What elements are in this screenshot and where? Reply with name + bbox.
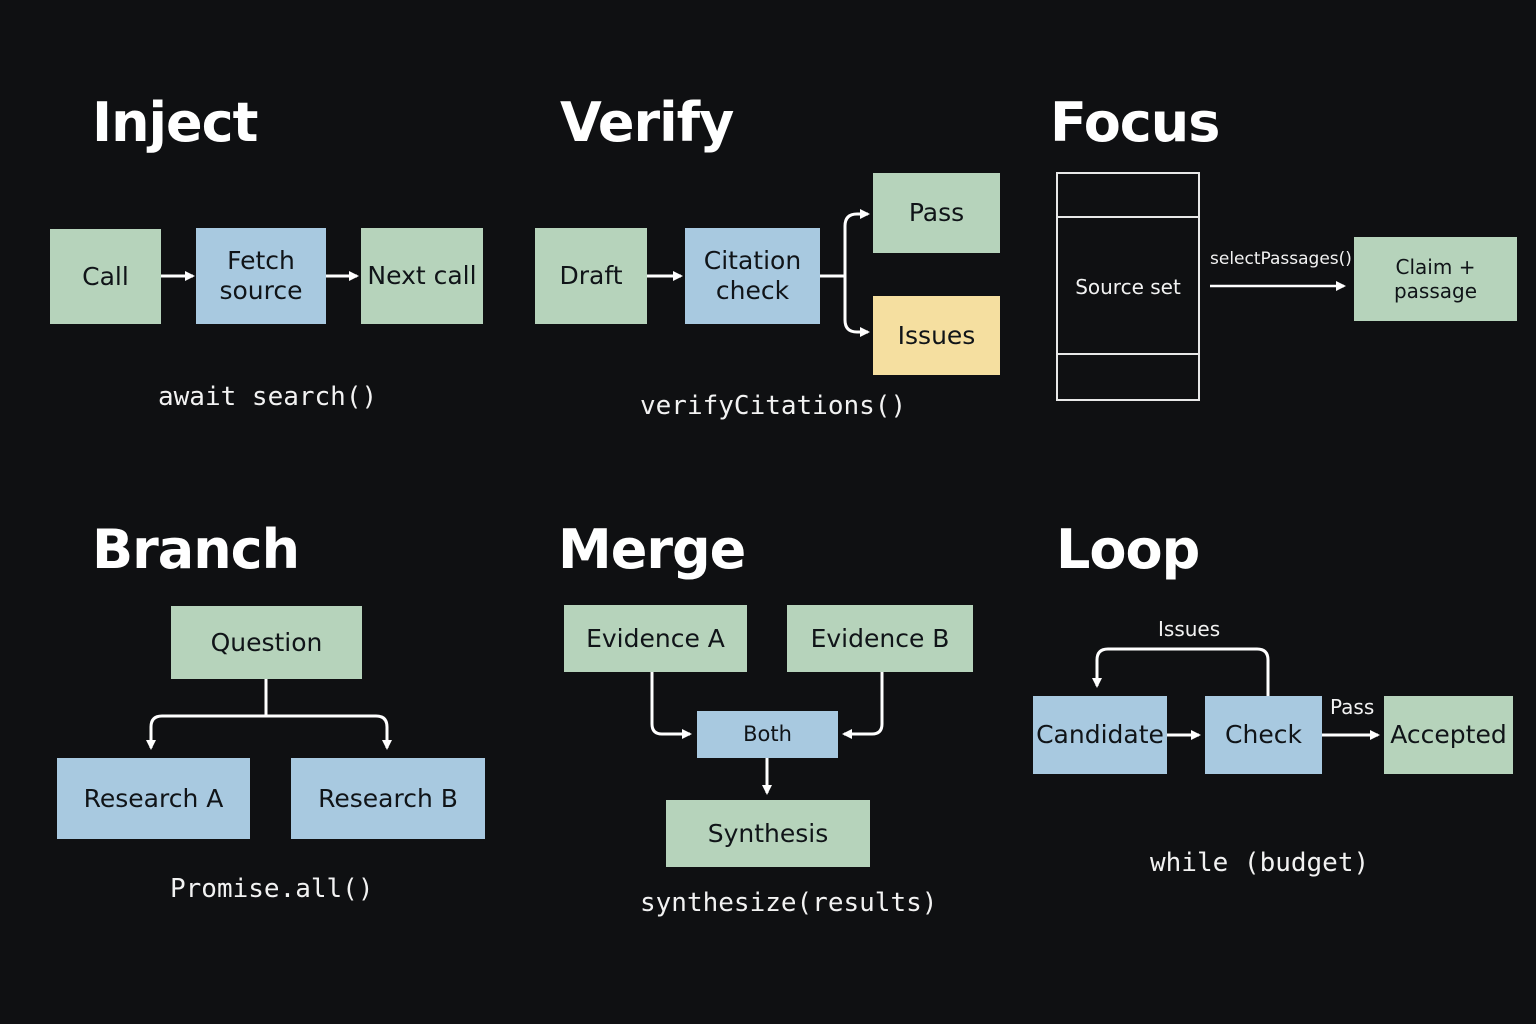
inject-code: await search() [158, 382, 378, 412]
loop-title: Loop [1056, 518, 1200, 581]
merge-evidence-a-box: Evidence A [564, 605, 747, 672]
merge-synthesis-box: Synthesis [666, 800, 870, 867]
branch-research-a-box: Research A [57, 758, 250, 839]
branch-code: Promise.all() [170, 874, 374, 904]
focus-title: Focus [1050, 91, 1220, 154]
arrow-question-to-research-a [146, 714, 266, 750]
select-passages-label: selectPassages() [1210, 249, 1352, 269]
verify-code: verifyCitations() [640, 391, 907, 421]
verify-draft-box: Draft [535, 228, 647, 324]
inject-next-call-box: Next call [361, 228, 483, 324]
arrow-check-issues-loop [1092, 647, 1270, 696]
verify-title: Verify [560, 91, 734, 154]
branch-title: Branch [92, 518, 300, 581]
merge-code: synthesize(results) [640, 888, 938, 918]
verify-citation-check-box: Citation check [685, 228, 820, 324]
inject-title: Inject [92, 91, 258, 154]
loop-candidate-box: Candidate [1033, 696, 1167, 774]
merge-evidence-b-box: Evidence B [787, 605, 973, 672]
arrow-evidence-b-to-both [842, 672, 884, 739]
stack-divider-bottom [1058, 353, 1198, 355]
arrow-evidence-a-to-both [650, 672, 692, 739]
source-set-stack: Source set [1056, 172, 1200, 401]
arrow-citation-to-pass [820, 209, 870, 278]
merge-both-box: Both [697, 711, 838, 758]
loop-check-box: Check [1205, 696, 1322, 774]
merge-title: Merge [558, 518, 746, 581]
loop-code: while (budget) [1150, 848, 1370, 878]
inject-fetch-source-box: Fetch source [196, 228, 326, 324]
loop-issues-label: Issues [1158, 617, 1221, 641]
focus-claim-passage-box: Claim + passage [1354, 237, 1517, 321]
inject-call-box: Call [50, 229, 161, 324]
arrow-citation-to-issues [843, 276, 870, 337]
verify-pass-box: Pass [873, 173, 1000, 253]
branch-research-b-box: Research B [291, 758, 485, 839]
arrow-question-to-research-b [266, 714, 392, 750]
verify-issues-box: Issues [873, 296, 1000, 375]
stack-divider-top [1058, 216, 1198, 218]
source-set-label: Source set [1075, 274, 1181, 299]
branch-question-box: Question [171, 606, 362, 679]
loop-accepted-box: Accepted [1384, 696, 1513, 774]
loop-pass-label: Pass [1330, 695, 1375, 719]
